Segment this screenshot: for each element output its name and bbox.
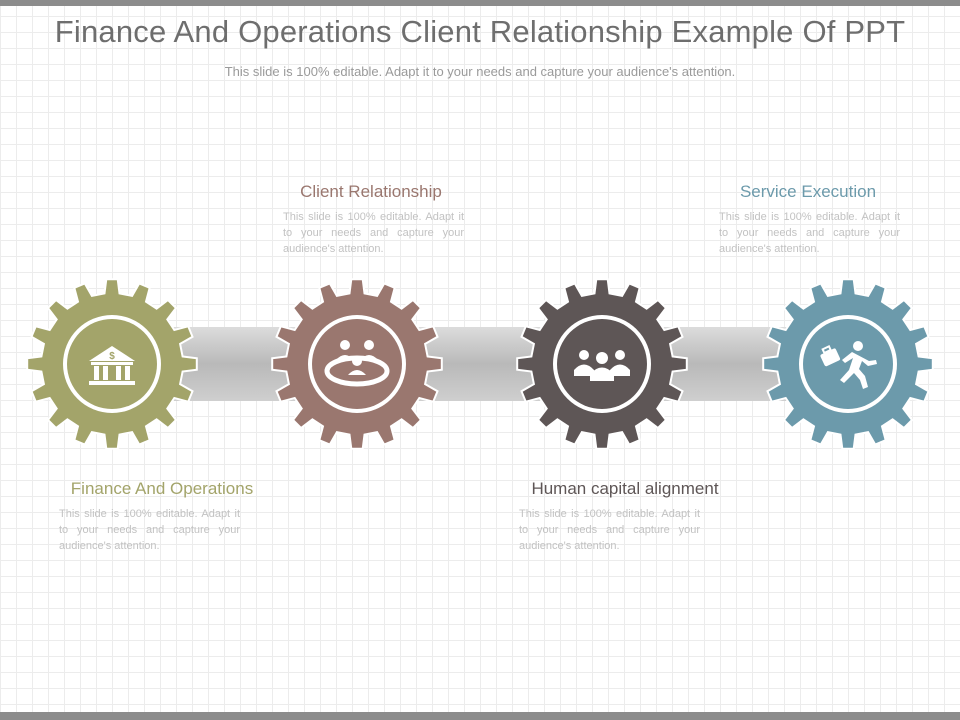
- step-2-title: Client Relationship: [300, 182, 442, 201]
- bank-icon: $: [89, 346, 135, 385]
- team-icon: [574, 350, 630, 381]
- svg-text:$: $: [109, 351, 115, 362]
- slide-title: Finance And Operations Client Relationsh…: [54, 14, 906, 49]
- step-4-description: This slide is 100% editable. Adapt it to…: [719, 211, 900, 255]
- step-3-description: This slide is 100% editable. Adapt it to…: [519, 508, 700, 552]
- gear-4-core: [803, 319, 893, 409]
- gear-2: [271, 278, 443, 450]
- connector-bar: [112, 327, 852, 401]
- top-border: [0, 0, 960, 6]
- step-1-description: This slide is 100% editable. Adapt it to…: [59, 508, 240, 552]
- running-businessman-icon: [820, 341, 877, 389]
- gear-3: [516, 278, 688, 450]
- step-1-title: Finance And Operations: [70, 479, 254, 498]
- meeting-icon: [324, 340, 390, 387]
- step-2-description: This slide is 100% editable. Adapt it to…: [283, 211, 464, 255]
- bottom-border: [0, 712, 960, 720]
- gear-1: $: [26, 278, 198, 450]
- step-3-title: Human capital alignment: [531, 479, 719, 498]
- slide-subtitle: This slide is 100% editable. Adapt it to…: [224, 64, 736, 79]
- step-4-title: Service Execution: [739, 182, 877, 201]
- gear-4: [762, 278, 934, 450]
